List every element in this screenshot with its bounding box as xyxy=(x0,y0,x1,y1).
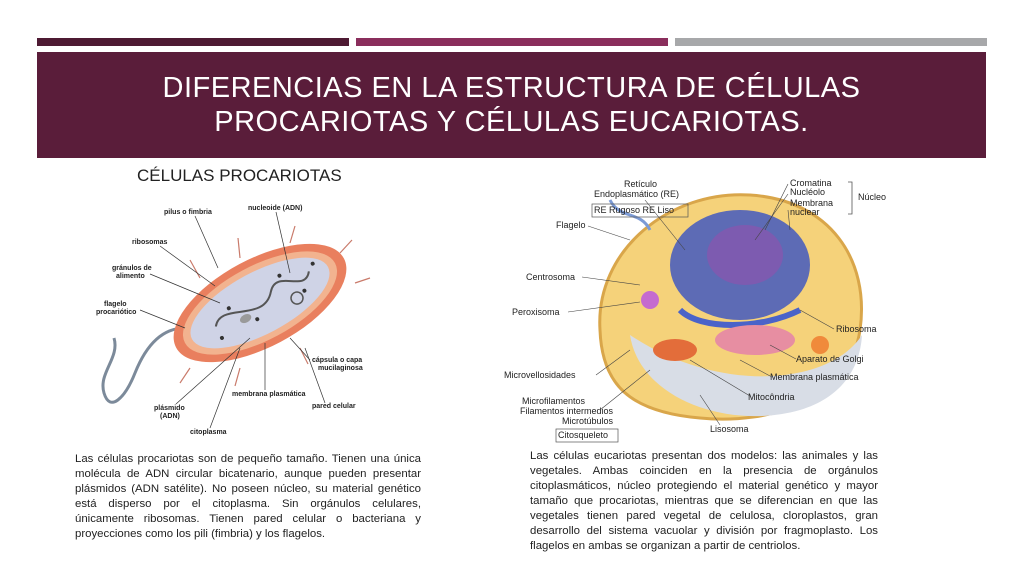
mitochondria-shape xyxy=(653,339,697,361)
cell-base-shape xyxy=(630,335,862,417)
label-ribosome: Ribosoma xyxy=(836,324,877,334)
rer-rel-box xyxy=(591,203,689,218)
golgi-shape xyxy=(715,325,795,355)
label-pilus: pilus o fimbria xyxy=(164,209,212,216)
label-chromatin: Cromatina xyxy=(790,178,832,188)
label-nucleus: Núcleo xyxy=(858,192,886,202)
label-cytoskeleton: Citosqueleto xyxy=(558,430,608,440)
flagellum-shape xyxy=(101,326,186,404)
label-microtubules: Microtúbulos xyxy=(562,416,614,426)
label-ribosomes: ribosomas xyxy=(132,239,168,246)
label-plasmid-1: plásmido xyxy=(154,405,185,412)
title-banner: DIFERENCIAS EN LA ESTRUCTURA DE CÉLULAS … xyxy=(37,52,986,158)
pro-leader-lines xyxy=(139,211,326,429)
label-flagellum-1: flagelo xyxy=(104,301,127,308)
label-capsule-2: mucilaginosa xyxy=(318,365,363,372)
label-granules-1: gránulos de xyxy=(112,265,152,272)
label-flagellum: Flagelo xyxy=(556,220,586,230)
label-nucleolus: Nucléolo xyxy=(790,187,825,197)
flagellum-shape xyxy=(608,199,652,231)
label-membrane: Membrana plasmática xyxy=(770,372,859,382)
label-microfilaments: Microfilamentos xyxy=(522,396,586,406)
label-nuclear-membrane-1: Membrana xyxy=(790,198,833,208)
prokaryote-illustration: pilus o fimbria nucleoide (ADN) ribosoma… xyxy=(96,205,371,436)
prokaryote-description: Las células procariotas son de pequeño t… xyxy=(75,453,421,540)
euk-leader-lines xyxy=(567,183,835,426)
eukaryote-diagram: Retículo Endoplasmático (RE) RE Rugoso R… xyxy=(500,170,900,445)
label-mitochondria: Mitocôndria xyxy=(748,392,795,402)
ribosome-dot xyxy=(310,261,315,266)
nucleus-bracket xyxy=(848,181,853,215)
label-cytoplasm: citoplasma xyxy=(190,429,227,436)
ribosome-dot xyxy=(219,335,224,340)
label-peroxisome: Peroxisoma xyxy=(512,307,560,317)
plasmid-shape xyxy=(290,291,304,305)
er-shape xyxy=(677,307,802,328)
ribosome-dot xyxy=(302,288,307,293)
label-microvilli: Microvellosidades xyxy=(504,370,576,380)
cytoskeleton-box xyxy=(555,428,619,443)
eukaryote-description: Las células eucariotas presentan dos mod… xyxy=(530,450,878,552)
eukaryote-illustration: Retículo Endoplasmático (RE) RE Rugoso R… xyxy=(504,178,886,443)
label-flagellum-2: procariótico xyxy=(96,309,136,316)
ribosome-dot xyxy=(226,306,231,311)
lysosome-shape xyxy=(811,336,829,354)
accent-bar-dark xyxy=(37,38,349,46)
prokaryote-heading: CÉLULAS PROCARIOTAS xyxy=(137,166,342,185)
accent-bar-magenta xyxy=(356,38,668,46)
accent-bar-grey xyxy=(675,38,987,46)
nucleoid-shape xyxy=(214,271,310,327)
label-golgi: Aparato de Golgi xyxy=(796,354,864,364)
label-reticulum-2: Endoplasmático (RE) xyxy=(594,189,679,199)
label-centrosome: Centrosoma xyxy=(526,272,575,282)
food-granule-shape xyxy=(240,314,252,324)
ribosome-dot xyxy=(277,273,282,278)
label-nuclear-membrane-2: nuclear xyxy=(790,207,820,217)
prokaryote-diagram: pilus o fimbria nucleoide (ADN) ribosoma… xyxy=(90,198,390,438)
ribosome-dot xyxy=(255,317,260,322)
label-wall: pared celular xyxy=(312,403,356,410)
slide-title: DIFERENCIAS EN LA ESTRUCTURA DE CÉLULAS … xyxy=(162,72,861,138)
label-rer-rel: RE Rugoso RE Liso xyxy=(594,205,674,215)
nucleolus-shape xyxy=(707,225,783,285)
pili-group xyxy=(179,225,371,387)
peroxisome-shape xyxy=(641,291,659,309)
label-capsule-1: cápsula o capa xyxy=(312,357,362,364)
label-plasmid-2: (ADN) xyxy=(160,413,180,420)
label-membrane: membrana plasmática xyxy=(232,391,306,398)
label-reticulum-1: Retículo xyxy=(624,179,657,189)
label-intermediate: Filamentos intermedios xyxy=(520,406,614,416)
label-lysosome: Lisosoma xyxy=(710,424,749,434)
label-granules-2: alimento xyxy=(116,273,145,280)
label-nucleoid: nucleoide (ADN) xyxy=(248,205,302,212)
